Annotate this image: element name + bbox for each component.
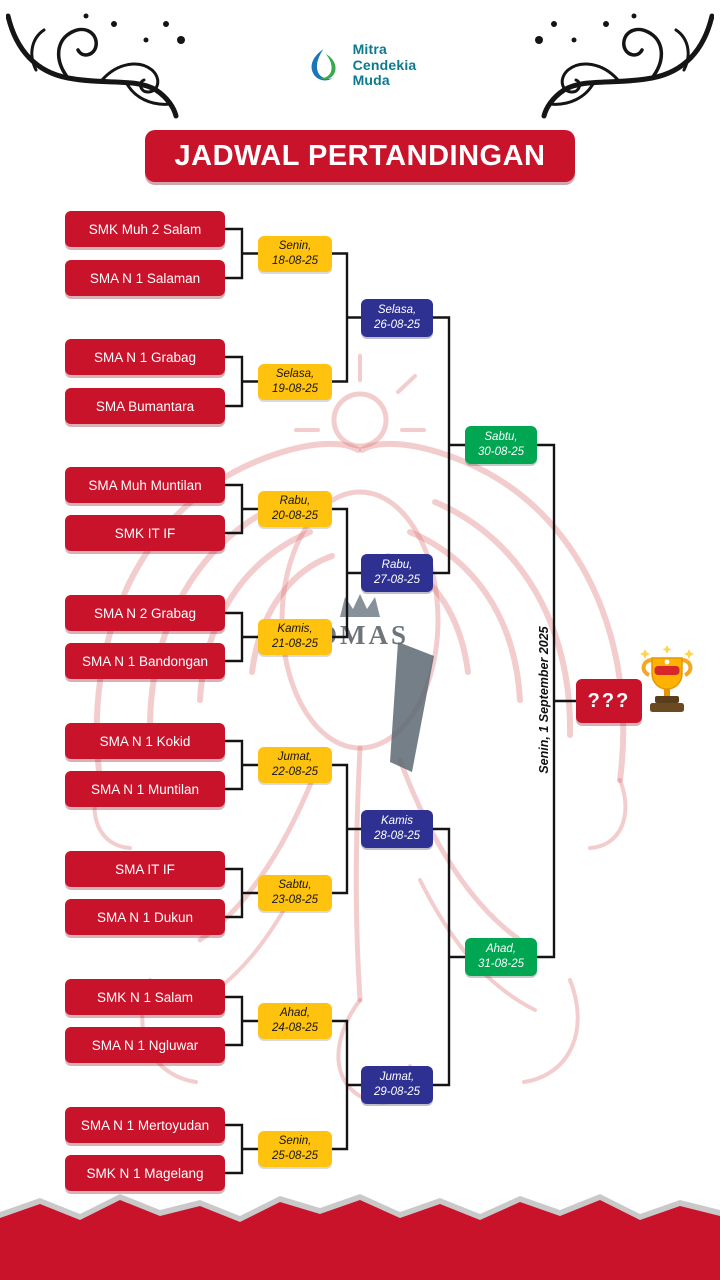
team-box: SMA N 1 Salaman (65, 260, 225, 296)
team-box: SMA IT IF (65, 851, 225, 887)
team-box: SMA N 1 Bandongan (65, 643, 225, 679)
semifinal-date-box: Ahad, 31-08-25 (465, 938, 537, 976)
match-date: 31-08-25 (477, 958, 525, 970)
match-day: Jumat, (379, 1071, 415, 1084)
corner-flourish-icon (6, 13, 185, 119)
emblem-blade-shape (390, 642, 434, 772)
team-box: SMA N 2 Grabag (65, 595, 225, 631)
match-day: Jumat, (277, 751, 313, 764)
match-day: Sabtu, (484, 431, 518, 444)
team-box: SMK IT IF (65, 515, 225, 551)
champion-placeholder-box: ??? (576, 679, 642, 723)
brand-name: Mitra Cendekia Muda (352, 41, 417, 89)
match-date: 24-08-25 (271, 1022, 319, 1034)
team-box: SMK Muh 2 Salam (65, 211, 225, 247)
match-date: 21-08-25 (271, 638, 319, 650)
match-date: 30-08-25 (477, 446, 525, 458)
match-day: Selasa, (275, 368, 315, 381)
quarterfinal-date-box: Selasa, 26-08-25 (361, 299, 433, 337)
team-box: SMA Bumantara (65, 388, 225, 424)
match-date: 22-08-25 (271, 766, 319, 778)
match-date: 18-08-25 (271, 255, 319, 267)
match-day: Kamis (381, 815, 413, 828)
match-date-box: Selasa, 19-08-25 (258, 364, 332, 400)
match-date: 25-08-25 (271, 1150, 319, 1162)
emblem-crown-icon (340, 594, 380, 617)
semifinal-date-box: Sabtu, 30-08-25 (465, 426, 537, 464)
match-day: Ahad, (279, 1007, 311, 1020)
corner-flourish-icon (535, 13, 714, 119)
match-date: 28-08-25 (373, 830, 421, 842)
match-date: 29-08-25 (373, 1086, 421, 1098)
match-day: Rabu, (279, 495, 311, 508)
match-day: Ahad, (485, 943, 517, 956)
match-date: 19-08-25 (271, 383, 319, 395)
match-day: Senin, (278, 1135, 312, 1148)
team-box: SMA N 1 Grabag (65, 339, 225, 375)
match-date: 23-08-25 (271, 894, 319, 906)
brand-name-line2: Cendekia (352, 56, 417, 73)
team-box: SMA N 1 Kokid (65, 723, 225, 759)
match-day: Senin, (278, 240, 312, 253)
team-box: SMA Muh Muntilan (65, 467, 225, 503)
page-title: JADWAL PERTANDINGAN (145, 130, 575, 182)
match-date-box: Kamis, 21-08-25 (258, 619, 332, 655)
match-date-box: Sabtu, 23-08-25 (258, 875, 332, 911)
match-date: 26-08-25 (373, 319, 421, 331)
brand-logo: Mitra Cendekia Muda (304, 41, 417, 89)
match-date: 27-08-25 (373, 574, 421, 586)
match-date: 20-08-25 (271, 510, 319, 522)
brand-name-line1: Mitra (352, 41, 388, 57)
match-day: Selasa, (377, 304, 417, 317)
match-date-box: Senin, 25-08-25 (258, 1131, 332, 1167)
quarterfinal-date-box: Kamis 28-08-25 (361, 810, 433, 848)
match-day: Kamis, (277, 623, 313, 636)
match-date-box: Jumat, 22-08-25 (258, 747, 332, 783)
team-box: SMK N 1 Salam (65, 979, 225, 1015)
brand-name-line3: Muda (352, 72, 390, 89)
team-box: SMA N 1 Mertoyudan (65, 1107, 225, 1143)
match-date-box: Ahad, 24-08-25 (258, 1003, 332, 1039)
team-box: SMA N 1 Dukun (65, 899, 225, 935)
final-date-label: Senin, 1 September 2025 (537, 626, 551, 774)
match-day: Rabu, (381, 559, 413, 572)
trophy-icon (640, 645, 694, 712)
match-date-box: Senin, 18-08-25 (258, 236, 332, 272)
torn-paper-edge (0, 1194, 720, 1280)
match-date-box: Rabu, 20-08-25 (258, 491, 332, 527)
team-box: SMA N 1 Ngluwar (65, 1027, 225, 1063)
team-box: SMK N 1 Magelang (65, 1155, 225, 1191)
team-box: SMA N 1 Muntilan (65, 771, 225, 807)
match-day: Sabtu, (278, 879, 312, 892)
quarterfinal-date-box: Jumat, 29-08-25 (361, 1066, 433, 1104)
quarterfinal-date-box: Rabu, 27-08-25 (361, 554, 433, 592)
brand-logo-icon (311, 48, 336, 80)
